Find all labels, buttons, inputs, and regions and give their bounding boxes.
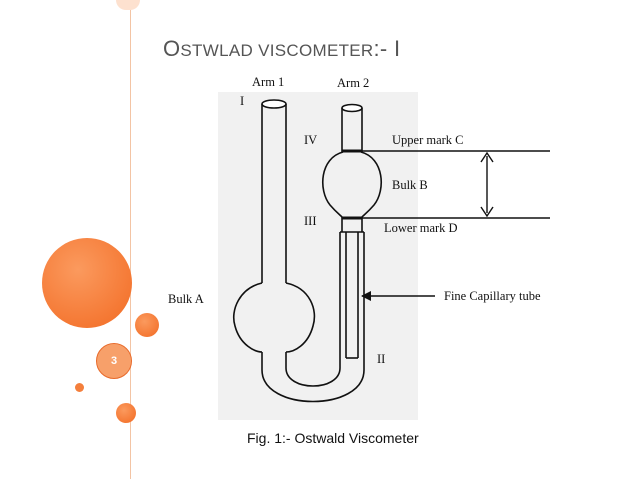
- decorative-circle-bottom: [116, 403, 136, 423]
- title-prefix: O: [163, 36, 181, 61]
- label-roman-ii: II: [377, 352, 385, 366]
- decorative-vertical-line: [130, 0, 131, 479]
- arm1-opening: [261, 99, 287, 109]
- bulb-a: [233, 282, 316, 353]
- label-roman-iii: III: [304, 214, 317, 228]
- u-bend-inner: [285, 232, 341, 387]
- arrow-head-up: [480, 151, 494, 163]
- label-arm2: Arm 2: [337, 76, 369, 90]
- figure-caption: Fig. 1:- Ostwald Viscometer: [247, 430, 419, 446]
- capillary-pointer-head: [361, 291, 371, 301]
- decorative-circle-top: [116, 0, 140, 10]
- arrow-head-down: [480, 206, 494, 218]
- diagram-background: [218, 92, 418, 420]
- title-main: STWLAD VISCOMETER: [180, 41, 374, 60]
- label-lower-mark: Lower mark D: [384, 221, 458, 235]
- label-upper-mark: Upper mark C: [392, 133, 464, 147]
- label-bulb-b: Bulk B: [392, 178, 428, 192]
- decorative-circle-small: [135, 313, 159, 337]
- slide-number: 3: [110, 355, 118, 367]
- title-suffix: :- I: [373, 36, 401, 61]
- label-roman-iv: IV: [304, 133, 317, 147]
- decorative-circle-tiny: [75, 383, 84, 392]
- label-arm1: Arm 1: [252, 75, 284, 89]
- decorative-circle-large: [42, 238, 132, 328]
- bulb-b: [322, 151, 382, 218]
- label-capillary: Fine Capillary tube: [444, 289, 541, 303]
- label-bulb-a: Bulk A: [168, 292, 204, 306]
- page-title: OSTWLAD VISCOMETER:- I: [163, 36, 400, 62]
- label-roman-i: I: [240, 94, 244, 108]
- u-bend-outer: [261, 232, 365, 403]
- slide-number-badge: 3: [96, 343, 132, 379]
- arm2-opening: [341, 103, 363, 113]
